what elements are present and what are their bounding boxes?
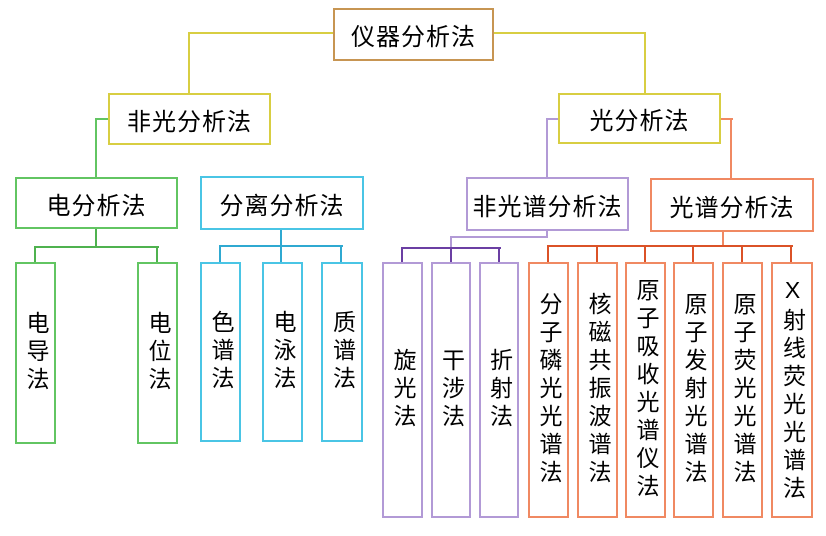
node-refractometry: 折射法 bbox=[479, 262, 519, 518]
node-xray-fluorescence: X射线荧光光谱法 bbox=[771, 262, 813, 518]
connector-electro-bus bbox=[34, 246, 159, 248]
node-atomic-emission: 原子发射光谱法 bbox=[673, 262, 714, 518]
connector-spectro-stem bbox=[722, 230, 724, 247]
node-nmr-spectroscopy: 核磁共振波谱法 bbox=[577, 262, 618, 518]
node-label: 原子发射光谱法 bbox=[681, 292, 707, 488]
node-label: 原子荧光光谱法 bbox=[730, 292, 756, 488]
node-label: X射线荧光光谱法 bbox=[779, 276, 806, 504]
node-atomic-fluorescence: 原子荧光光谱法 bbox=[722, 262, 763, 518]
node-optical-analysis: 光分析法 bbox=[558, 93, 721, 144]
connector-spectro-drop3 bbox=[644, 245, 646, 263]
connector-spectro-drop4 bbox=[692, 245, 694, 263]
connector-nonspectro-drop1 bbox=[401, 247, 403, 263]
node-label: 非光分析法 bbox=[127, 108, 252, 136]
node-label: 旋光法 bbox=[390, 348, 416, 432]
connector-optical-nonspectro-h bbox=[546, 118, 559, 120]
connector-nonspectro-drop3 bbox=[498, 247, 500, 263]
node-atomic-absorption: 原子吸收光谱仪法 bbox=[625, 262, 666, 518]
node-non-spectro-analysis: 非光谱分析法 bbox=[466, 177, 629, 231]
connector-root-left-v bbox=[188, 32, 190, 93]
connector-nonspectro-jog-h bbox=[450, 236, 548, 238]
node-label: 分子磷光光谱法 bbox=[536, 292, 562, 488]
node-label: 电位法 bbox=[145, 311, 171, 395]
node-label: 电导法 bbox=[23, 311, 49, 395]
node-molecular-phosphorescence: 分子磷光光谱法 bbox=[528, 262, 569, 518]
node-label: 折射法 bbox=[486, 348, 513, 432]
node-separation-analysis: 分离分析法 bbox=[200, 176, 364, 230]
node-label: 原子吸收光谱仪法 bbox=[633, 278, 659, 502]
connector-root-right-h bbox=[492, 32, 645, 34]
connector-nonspectro-drop2 bbox=[450, 247, 452, 263]
node-conductometry: 电导法 bbox=[15, 262, 56, 444]
connector-separation-drop3 bbox=[340, 245, 342, 263]
connector-spectro-bus bbox=[547, 245, 793, 247]
connector-root-right-v bbox=[644, 32, 646, 93]
node-label: 光谱分析法 bbox=[669, 194, 795, 222]
node-label: 电分析法 bbox=[46, 192, 147, 220]
node-label: 分离分析法 bbox=[219, 192, 345, 220]
node-label: 光分析法 bbox=[589, 108, 690, 135]
connector-separation-stem bbox=[280, 228, 282, 247]
node-instrumental-analysis: 仪器分析法 bbox=[333, 8, 494, 61]
node-electro-analysis: 电分析法 bbox=[15, 177, 178, 229]
node-interferometry: 干涉法 bbox=[431, 262, 471, 518]
node-label: 电泳法 bbox=[270, 310, 296, 394]
node-label: 仪器分析法 bbox=[351, 24, 476, 51]
connector-electro-drop1 bbox=[34, 246, 36, 263]
connector-nonspectro-stem bbox=[546, 229, 548, 238]
node-mass-spectrometry: 质谱法 bbox=[321, 262, 363, 442]
node-label: 质谱法 bbox=[329, 310, 356, 394]
node-label: 核磁共振波谱法 bbox=[585, 292, 611, 488]
connector-electro-stem bbox=[95, 227, 97, 248]
node-label: 非光谱分析法 bbox=[472, 193, 623, 221]
connector-optical-spectro-v bbox=[730, 118, 732, 179]
connector-spectro-drop5 bbox=[741, 245, 743, 263]
connector-spectro-drop6 bbox=[790, 245, 792, 263]
connector-nonoptical-electro-v bbox=[95, 118, 97, 178]
connector-spectro-drop2 bbox=[596, 245, 598, 263]
node-electrophoresis: 电泳法 bbox=[262, 262, 303, 442]
connector-optical-nonspectro-v bbox=[546, 118, 548, 178]
node-polarimetry: 旋光法 bbox=[382, 262, 423, 518]
connector-separation-drop2 bbox=[280, 245, 282, 263]
connector-spectro-drop1 bbox=[547, 245, 549, 263]
node-spectro-analysis: 光谱分析法 bbox=[650, 178, 814, 232]
connector-nonspectro-jog-v bbox=[450, 236, 452, 248]
connector-separation-drop1 bbox=[219, 245, 221, 263]
node-label: 色谱法 bbox=[208, 310, 234, 394]
node-chromatography: 色谱法 bbox=[200, 262, 241, 442]
connector-optical-spectro-h bbox=[719, 118, 733, 120]
connector-electro-drop2 bbox=[156, 246, 158, 263]
connector-root-left-h bbox=[189, 32, 334, 34]
node-label: 干涉法 bbox=[438, 348, 465, 432]
node-potentiometry: 电位法 bbox=[137, 262, 178, 444]
connector-nonoptical-electro-h bbox=[95, 118, 109, 120]
node-non-optical-analysis: 非光分析法 bbox=[108, 93, 271, 145]
